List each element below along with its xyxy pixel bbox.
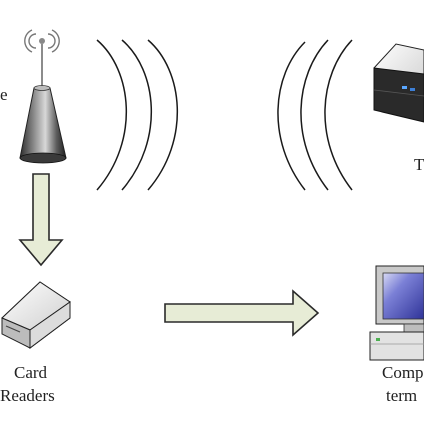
antenna-signal-icon: [24, 29, 60, 86]
computer-label-line2: term: [386, 386, 418, 405]
computer-label-line1: Comp: [382, 363, 424, 382]
antenna-cone-icon: [19, 85, 67, 164]
antenna-label-fragment: e: [0, 85, 8, 104]
card-readers-label-line1: Card: [14, 363, 48, 382]
computer-terminal-icon: [369, 265, 424, 361]
radio-waves-right: [277, 39, 353, 191]
right-arrow: [164, 289, 320, 337]
device-label-fragment: T: [414, 155, 424, 174]
card-reader-icon: [1, 281, 71, 349]
radio-waves-left: [96, 39, 178, 191]
transponder-device-icon: [373, 43, 424, 123]
card-readers-label-line2: Readers: [0, 386, 55, 405]
down-arrow: [18, 173, 64, 267]
